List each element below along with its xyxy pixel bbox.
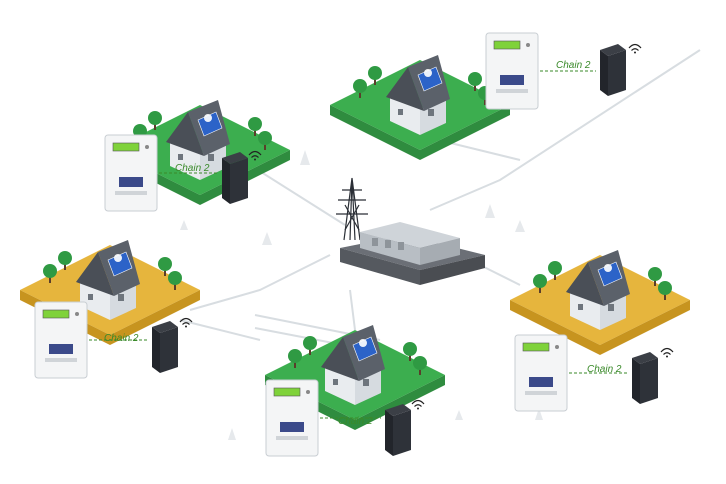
wifi-icon	[660, 347, 674, 358]
wifi-icon	[411, 399, 425, 410]
smart-meter-icon	[514, 334, 568, 412]
island-house-3	[20, 240, 200, 379]
house-icon	[166, 100, 230, 180]
substation-icon	[340, 222, 485, 285]
wifi-icon	[628, 43, 642, 54]
smart-meter-icon	[34, 301, 88, 379]
island-house-5	[265, 325, 445, 457]
chain-label-house-2: Chain 2	[556, 60, 591, 71]
house-icon	[566, 250, 630, 330]
solar-panel-icon	[197, 111, 223, 137]
solar-panel-icon	[107, 251, 133, 277]
battery-cabinet-icon	[632, 352, 658, 404]
tree-icon	[43, 251, 182, 290]
battery-cabinet-icon	[222, 152, 248, 204]
wifi-icon	[179, 317, 193, 328]
house-icon	[386, 55, 450, 135]
tree-icon	[288, 336, 427, 375]
terrain-side-right	[355, 375, 445, 430]
road-network	[179, 49, 701, 353]
transmission-tower-icon	[336, 177, 368, 241]
battery-cabinet-icon	[385, 404, 411, 456]
terrain-side-left	[510, 300, 600, 355]
island-house-1	[104, 100, 290, 212]
terrain-side-right	[420, 105, 510, 160]
solar-panel-icon	[417, 66, 443, 92]
chain-label-house-1: Chain 2	[175, 163, 210, 174]
decor-triangles	[180, 150, 543, 440]
chain-label-house-5: Chain 2	[338, 416, 373, 427]
chain-label-house-3: Chain 2	[104, 333, 139, 344]
island-house-4	[510, 250, 690, 412]
solar-panel-icon	[352, 336, 378, 362]
solar-panel-icon	[597, 261, 623, 287]
smart-meter-icon	[265, 379, 319, 457]
terrain-side-left	[330, 105, 420, 160]
terrain-side-right	[600, 300, 690, 355]
smart-meter-icon	[104, 134, 158, 212]
battery-cabinet-icon	[152, 321, 178, 373]
smart-meter-icon	[485, 32, 539, 110]
island-house-2	[330, 32, 642, 160]
house-icon	[321, 325, 385, 405]
tree-icon	[533, 261, 672, 300]
wifi-icon	[248, 150, 262, 161]
terrain-side-right	[110, 290, 200, 345]
battery-cabinet-icon	[600, 44, 626, 96]
chain-label-house-4: Chain 2	[587, 364, 622, 375]
